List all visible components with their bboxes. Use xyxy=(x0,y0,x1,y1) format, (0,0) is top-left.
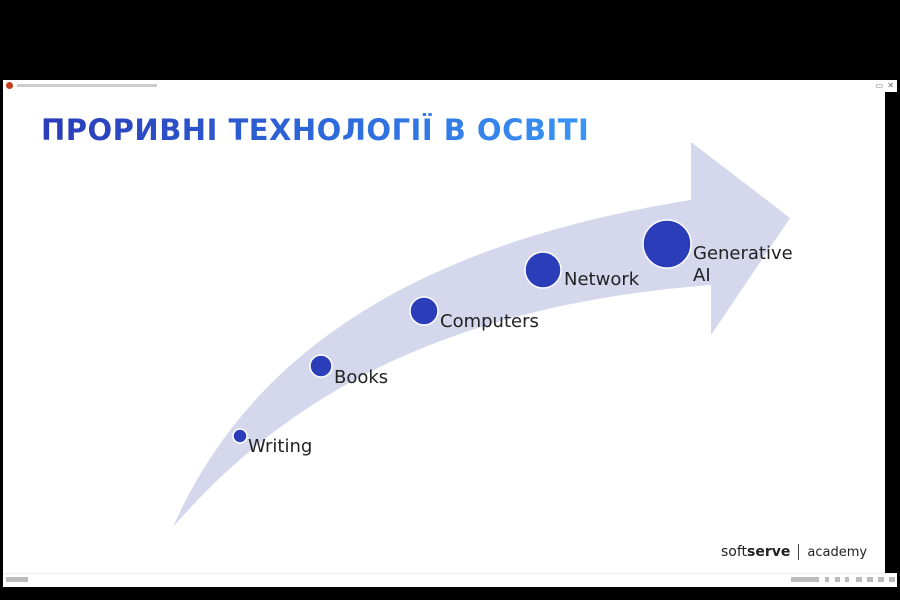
milestone-dot-books xyxy=(309,354,333,378)
window-title xyxy=(17,84,157,87)
milestone-dot-generative-ai xyxy=(642,219,692,269)
powerpoint-app-icon xyxy=(6,82,13,89)
status-bar xyxy=(3,573,897,587)
reading-view-icon[interactable] xyxy=(878,577,884,582)
black-edge xyxy=(885,92,897,574)
slide-counter xyxy=(6,577,28,582)
prev-icon[interactable] xyxy=(825,577,829,582)
milestone-label-writing: Writing xyxy=(248,436,313,457)
milestone-dot-network xyxy=(524,251,562,289)
normal-view-icon[interactable] xyxy=(856,577,862,582)
timeline-diagram xyxy=(173,142,790,527)
growth-arrow xyxy=(173,142,790,527)
restore-icon[interactable]: ▭ xyxy=(875,81,883,90)
logo-divider xyxy=(798,544,800,560)
logo-soft: soft xyxy=(721,544,748,560)
slide-title: ПРОРИВНІ ТЕХНОЛОГІЇ В ОСВІТІ xyxy=(41,113,590,147)
presentation-window: ▭ ✕ ПРОРИВНІ ТЕХНОЛОГІЇ В ОСВІТІ Writing… xyxy=(3,80,897,587)
softserve-academy-logo: softserve academy xyxy=(721,544,867,560)
sorter-view-icon[interactable] xyxy=(867,577,873,582)
milestone-label-computers: Computers xyxy=(440,311,539,332)
menu-icon[interactable] xyxy=(835,577,840,582)
close-icon[interactable]: ✕ xyxy=(887,81,894,90)
milestone-label-books: Books xyxy=(334,367,389,388)
milestone-label-generative-ai: Generative AI xyxy=(693,243,793,286)
logo-serve: serve xyxy=(747,544,791,560)
slideshow-icon[interactable] xyxy=(889,577,895,582)
milestone-label-network: Network xyxy=(564,269,640,290)
notes-button[interactable] xyxy=(791,577,819,582)
milestone-dot-computers xyxy=(409,296,439,326)
milestone-dot-writing xyxy=(232,428,248,444)
next-icon[interactable] xyxy=(845,577,849,582)
slide: ПРОРИВНІ ТЕХНОЛОГІЇ В ОСВІТІ Writing Boo… xyxy=(3,92,885,574)
logo-academy: academy xyxy=(807,545,868,560)
